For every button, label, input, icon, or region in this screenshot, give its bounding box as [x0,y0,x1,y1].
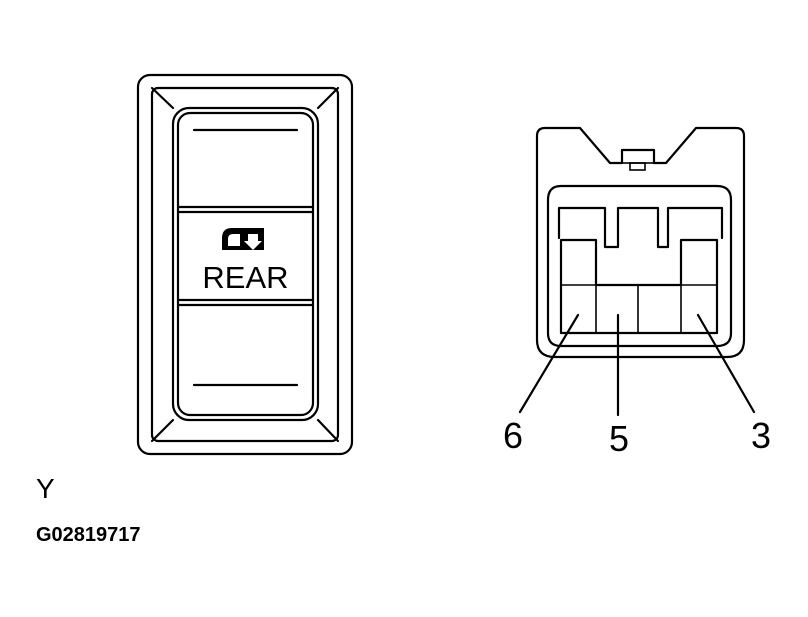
switch-bezel-outer [136,73,354,456]
figure-code: G02819717 [36,524,141,546]
pin-label-6: 6 [503,415,523,456]
connector: 6 5 3 [503,126,771,459]
connector-latch [621,149,655,164]
connector-cavity [546,184,733,348]
switch-bezel-inner [150,86,340,443]
switch-rocker-outer [171,106,320,422]
rear-window-switch: REAR [136,73,354,456]
view-letter: Y [36,473,55,504]
pin-label-3: 3 [751,415,771,456]
terminal-block [559,238,719,335]
switch-label: REAR [202,260,288,295]
connector-housing [535,126,746,359]
pin-label-5: 5 [609,418,629,459]
switch-rocker-inner [176,111,315,417]
window-lock-icon [222,228,264,250]
